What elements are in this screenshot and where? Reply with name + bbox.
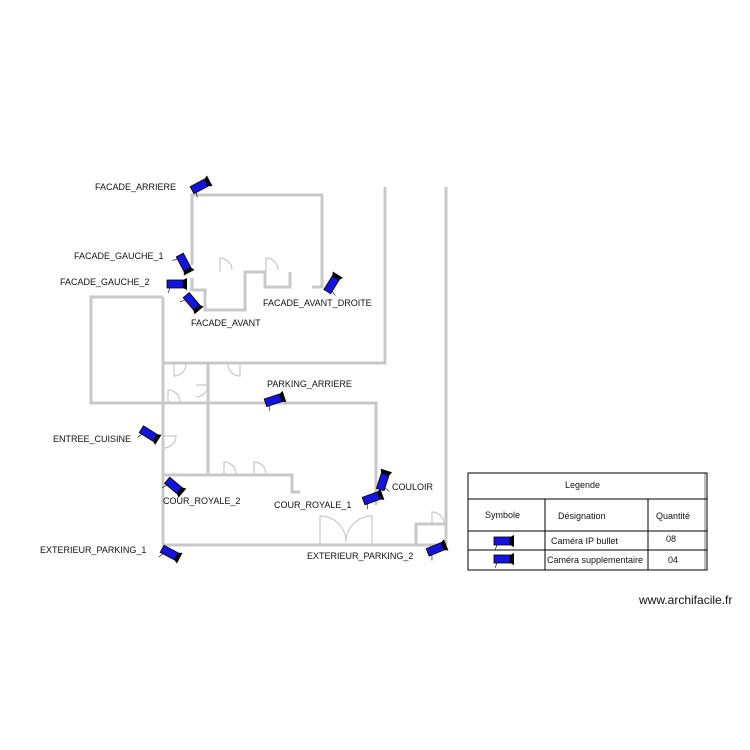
camera-icon <box>493 534 515 551</box>
camera-icon[interactable] <box>360 488 386 511</box>
camera-icon[interactable] <box>166 277 188 294</box>
legend-header-designation: Désignation <box>558 511 606 521</box>
camera-icon[interactable] <box>136 423 163 448</box>
camera-label: COUR_ROYALE_1 <box>274 500 351 510</box>
camera-icon[interactable] <box>321 270 346 297</box>
camera-icon <box>493 552 515 569</box>
legend-table <box>467 472 708 571</box>
door-facade-1 <box>219 257 233 272</box>
camera-icon[interactable] <box>178 290 205 317</box>
wall-central-bottom <box>208 473 300 494</box>
door-corridor-2 <box>227 363 241 377</box>
camera-icon[interactable] <box>263 390 288 412</box>
doors <box>163 257 445 544</box>
door-central-1 <box>223 461 237 475</box>
camera-label: FACADE_AVANT_DROITE <box>263 298 372 308</box>
camera-icon[interactable] <box>157 542 184 567</box>
camera-label: FACADE_GAUCHE_1 <box>74 251 164 261</box>
camera-label: FACADE_GAUCHE_2 <box>60 277 150 287</box>
camera-label: EXTERIEUR_PARKING_2 <box>307 551 413 561</box>
legend-header-symbol: Symbole <box>485 510 520 520</box>
wall-front-facade <box>190 270 292 312</box>
door-courtyard-right <box>345 515 373 544</box>
camera-label: COULOIR <box>392 482 434 492</box>
wall-back-building <box>190 193 324 289</box>
wall-left-annex <box>89 295 163 405</box>
door-corridor-3 <box>167 389 181 403</box>
legend-header-quantity: Quantité <box>656 511 690 521</box>
door-central-2 <box>253 461 267 475</box>
camera-label: EXTERIEUR_PARKING_1 <box>40 545 146 555</box>
door-courtyard-left <box>319 515 347 544</box>
door-facade-2 <box>265 257 279 272</box>
door-corridor-1 <box>173 363 187 377</box>
door-corner <box>431 511 445 525</box>
legend-row-designation: Caméra IP bullet <box>551 536 618 546</box>
camera-label: FACADE_AVANT <box>191 318 261 328</box>
camera-label: COUR_ROYALE_2 <box>163 496 240 506</box>
wall-main-right <box>163 187 387 365</box>
door-kitchen <box>163 435 177 449</box>
legend-content: Legende Symbole Désignation Quantité Cam… <box>485 480 690 569</box>
legend-row-designation: Caméra supplementaire <box>547 555 643 565</box>
watermark: www.archifacile.fr <box>638 593 732 607</box>
wall-corner-room <box>414 522 446 545</box>
door-corridor-4 <box>195 384 209 398</box>
legend-title: Legende <box>565 480 600 490</box>
camera-label: FACADE_ARRIERE <box>95 182 176 192</box>
legend-row-quantity: 08 <box>666 534 676 544</box>
legend-row-quantity: 04 <box>668 555 678 565</box>
camera-labels: FACADE_ARRIERE FACADE_GAUCHE_1 FACADE_GA… <box>40 182 434 561</box>
wall-central-room <box>208 401 378 505</box>
camera-label: ENTREE_CUISINE <box>53 434 131 444</box>
walls <box>89 187 448 547</box>
camera-label: PARKING_ARRIERE <box>267 379 352 389</box>
